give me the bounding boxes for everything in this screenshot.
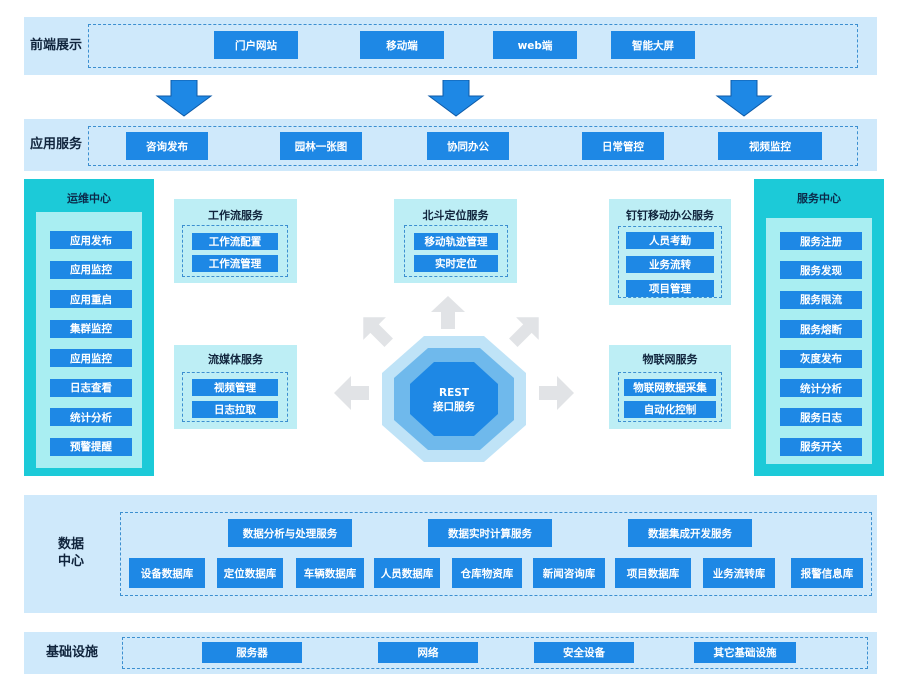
frontend-item-bigscreen[interactable]: 智能大屏	[611, 31, 695, 59]
infra-server[interactable]: 服务器	[202, 642, 302, 663]
dingtalk-project[interactable]: 项目管理	[626, 280, 714, 297]
ops-center-item[interactable]: 集群监控	[50, 319, 132, 338]
infrastructure-container	[122, 637, 868, 669]
database-item[interactable]: 人员数据库	[374, 558, 440, 588]
arrow-up-right-icon	[509, 317, 539, 347]
ops-center-title: 运维中心	[67, 192, 111, 205]
iot-title: 物联网服务	[642, 353, 698, 366]
database-item[interactable]: 报警信息库	[791, 558, 863, 588]
frontend-label: 前端展示	[29, 37, 82, 53]
frontend-band	[24, 17, 877, 75]
beidou-realtime[interactable]: 实时定位	[414, 255, 498, 272]
ops-center-item[interactable]: 统计分析	[50, 408, 132, 426]
frontend-item-web[interactable]: web端	[493, 31, 577, 59]
service-center-item[interactable]: 灰度发布	[780, 349, 862, 368]
data-center-label-line1: 数据	[57, 537, 84, 553]
service-center-list	[766, 218, 872, 464]
frontend-container	[88, 24, 858, 68]
infra-security[interactable]: 安全设备	[534, 642, 634, 663]
arrow-right-icon	[539, 376, 574, 410]
arrow-up-left-icon	[363, 317, 393, 347]
database-item[interactable]: 业务流转库	[703, 558, 775, 588]
ops-center-item[interactable]: 应用发布	[50, 231, 132, 249]
workflow-config[interactable]: 工作流配置	[192, 233, 278, 250]
arrow-up-icon	[431, 296, 465, 329]
ops-center-item[interactable]: 应用监控	[50, 349, 132, 367]
beidou-title: 北斗定位服务	[422, 209, 489, 222]
app-service-map[interactable]: 园林一张图	[280, 132, 362, 160]
app-services-container	[88, 126, 858, 166]
down-arrow-icon	[155, 80, 213, 117]
app-service-daily[interactable]: 日常管控	[582, 132, 664, 160]
iot-data-collect[interactable]: 物联网数据采集	[624, 379, 716, 396]
data-center-label-line2: 中心	[57, 554, 84, 569]
infrastructure-label: 基础设施	[45, 644, 98, 660]
app-service-office[interactable]: 协同办公	[427, 132, 509, 160]
app-service-video[interactable]: 视频监控	[718, 132, 822, 160]
data-center-band	[24, 495, 877, 613]
database-item[interactable]: 车辆数据库	[296, 558, 364, 588]
service-center-item[interactable]: 服务限流	[780, 290, 862, 309]
streaming-video-manage[interactable]: 视频管理	[192, 379, 278, 396]
rest-line2: 接口服务	[433, 401, 475, 413]
frontend-item-portal[interactable]: 门户网站	[214, 31, 298, 59]
database-item[interactable]: 仓库物资库	[452, 558, 522, 588]
rest-label: REST 接口服务	[382, 386, 526, 416]
data-center-container	[120, 512, 872, 596]
down-arrow-icon	[715, 80, 773, 117]
ops-center-item[interactable]: 日志查看	[50, 378, 132, 397]
streaming-title: 流媒体服务	[208, 353, 263, 366]
ops-center-item[interactable]: 预警提醒	[50, 437, 132, 456]
service-center-item[interactable]: 服务日志	[780, 408, 862, 427]
workflow-manage[interactable]: 工作流管理	[192, 255, 278, 272]
service-center-item[interactable]: 服务注册	[780, 232, 862, 250]
dingtalk-title: 钉钉移动办公服务	[626, 209, 714, 222]
rest-line1: REST	[439, 387, 469, 399]
data-service-realtime[interactable]: 数据实时计算服务	[428, 519, 552, 547]
service-center-item[interactable]: 服务发现	[780, 261, 862, 280]
app-services-label: 应用服务	[29, 136, 82, 152]
infra-network[interactable]: 网络	[378, 642, 478, 663]
service-center-item[interactable]: 服务熔断	[780, 320, 862, 339]
data-service-integration[interactable]: 数据集成开发服务	[628, 519, 752, 547]
service-center-title: 服务中心	[797, 192, 841, 205]
app-service-consult[interactable]: 咨询发布	[126, 132, 208, 160]
ops-center-item[interactable]: 应用重启	[50, 290, 132, 308]
ops-center-list	[36, 212, 142, 468]
infra-other[interactable]: 其它基础设施	[694, 642, 796, 663]
rest-octagon-outer	[382, 336, 526, 462]
ops-center-item[interactable]: 应用监控	[50, 260, 132, 279]
streaming-log-pull[interactable]: 日志拉取	[192, 401, 278, 418]
iot-auto-control[interactable]: 自动化控制	[624, 401, 716, 418]
database-item[interactable]: 设备数据库	[129, 558, 205, 588]
workflow-title: 工作流服务	[208, 209, 263, 222]
service-center-item[interactable]: 服务开关	[780, 437, 862, 456]
service-center-item[interactable]: 统计分析	[780, 379, 862, 397]
beidou-trajectory[interactable]: 移动轨迹管理	[414, 233, 498, 250]
data-service-analysis[interactable]: 数据分析与处理服务	[228, 519, 352, 547]
database-item[interactable]: 项目数据库	[615, 558, 691, 588]
down-arrow-icon	[427, 80, 485, 117]
database-item[interactable]: 定位数据库	[217, 558, 283, 588]
arrow-left-icon	[334, 376, 369, 410]
dingtalk-attendance[interactable]: 人员考勤	[626, 232, 714, 249]
data-center-label: 数据 中心	[24, 495, 118, 613]
database-item[interactable]: 新闻咨询库	[533, 558, 605, 588]
dingtalk-workflow[interactable]: 业务流转	[626, 256, 714, 273]
frontend-item-mobile[interactable]: 移动端	[360, 31, 444, 59]
